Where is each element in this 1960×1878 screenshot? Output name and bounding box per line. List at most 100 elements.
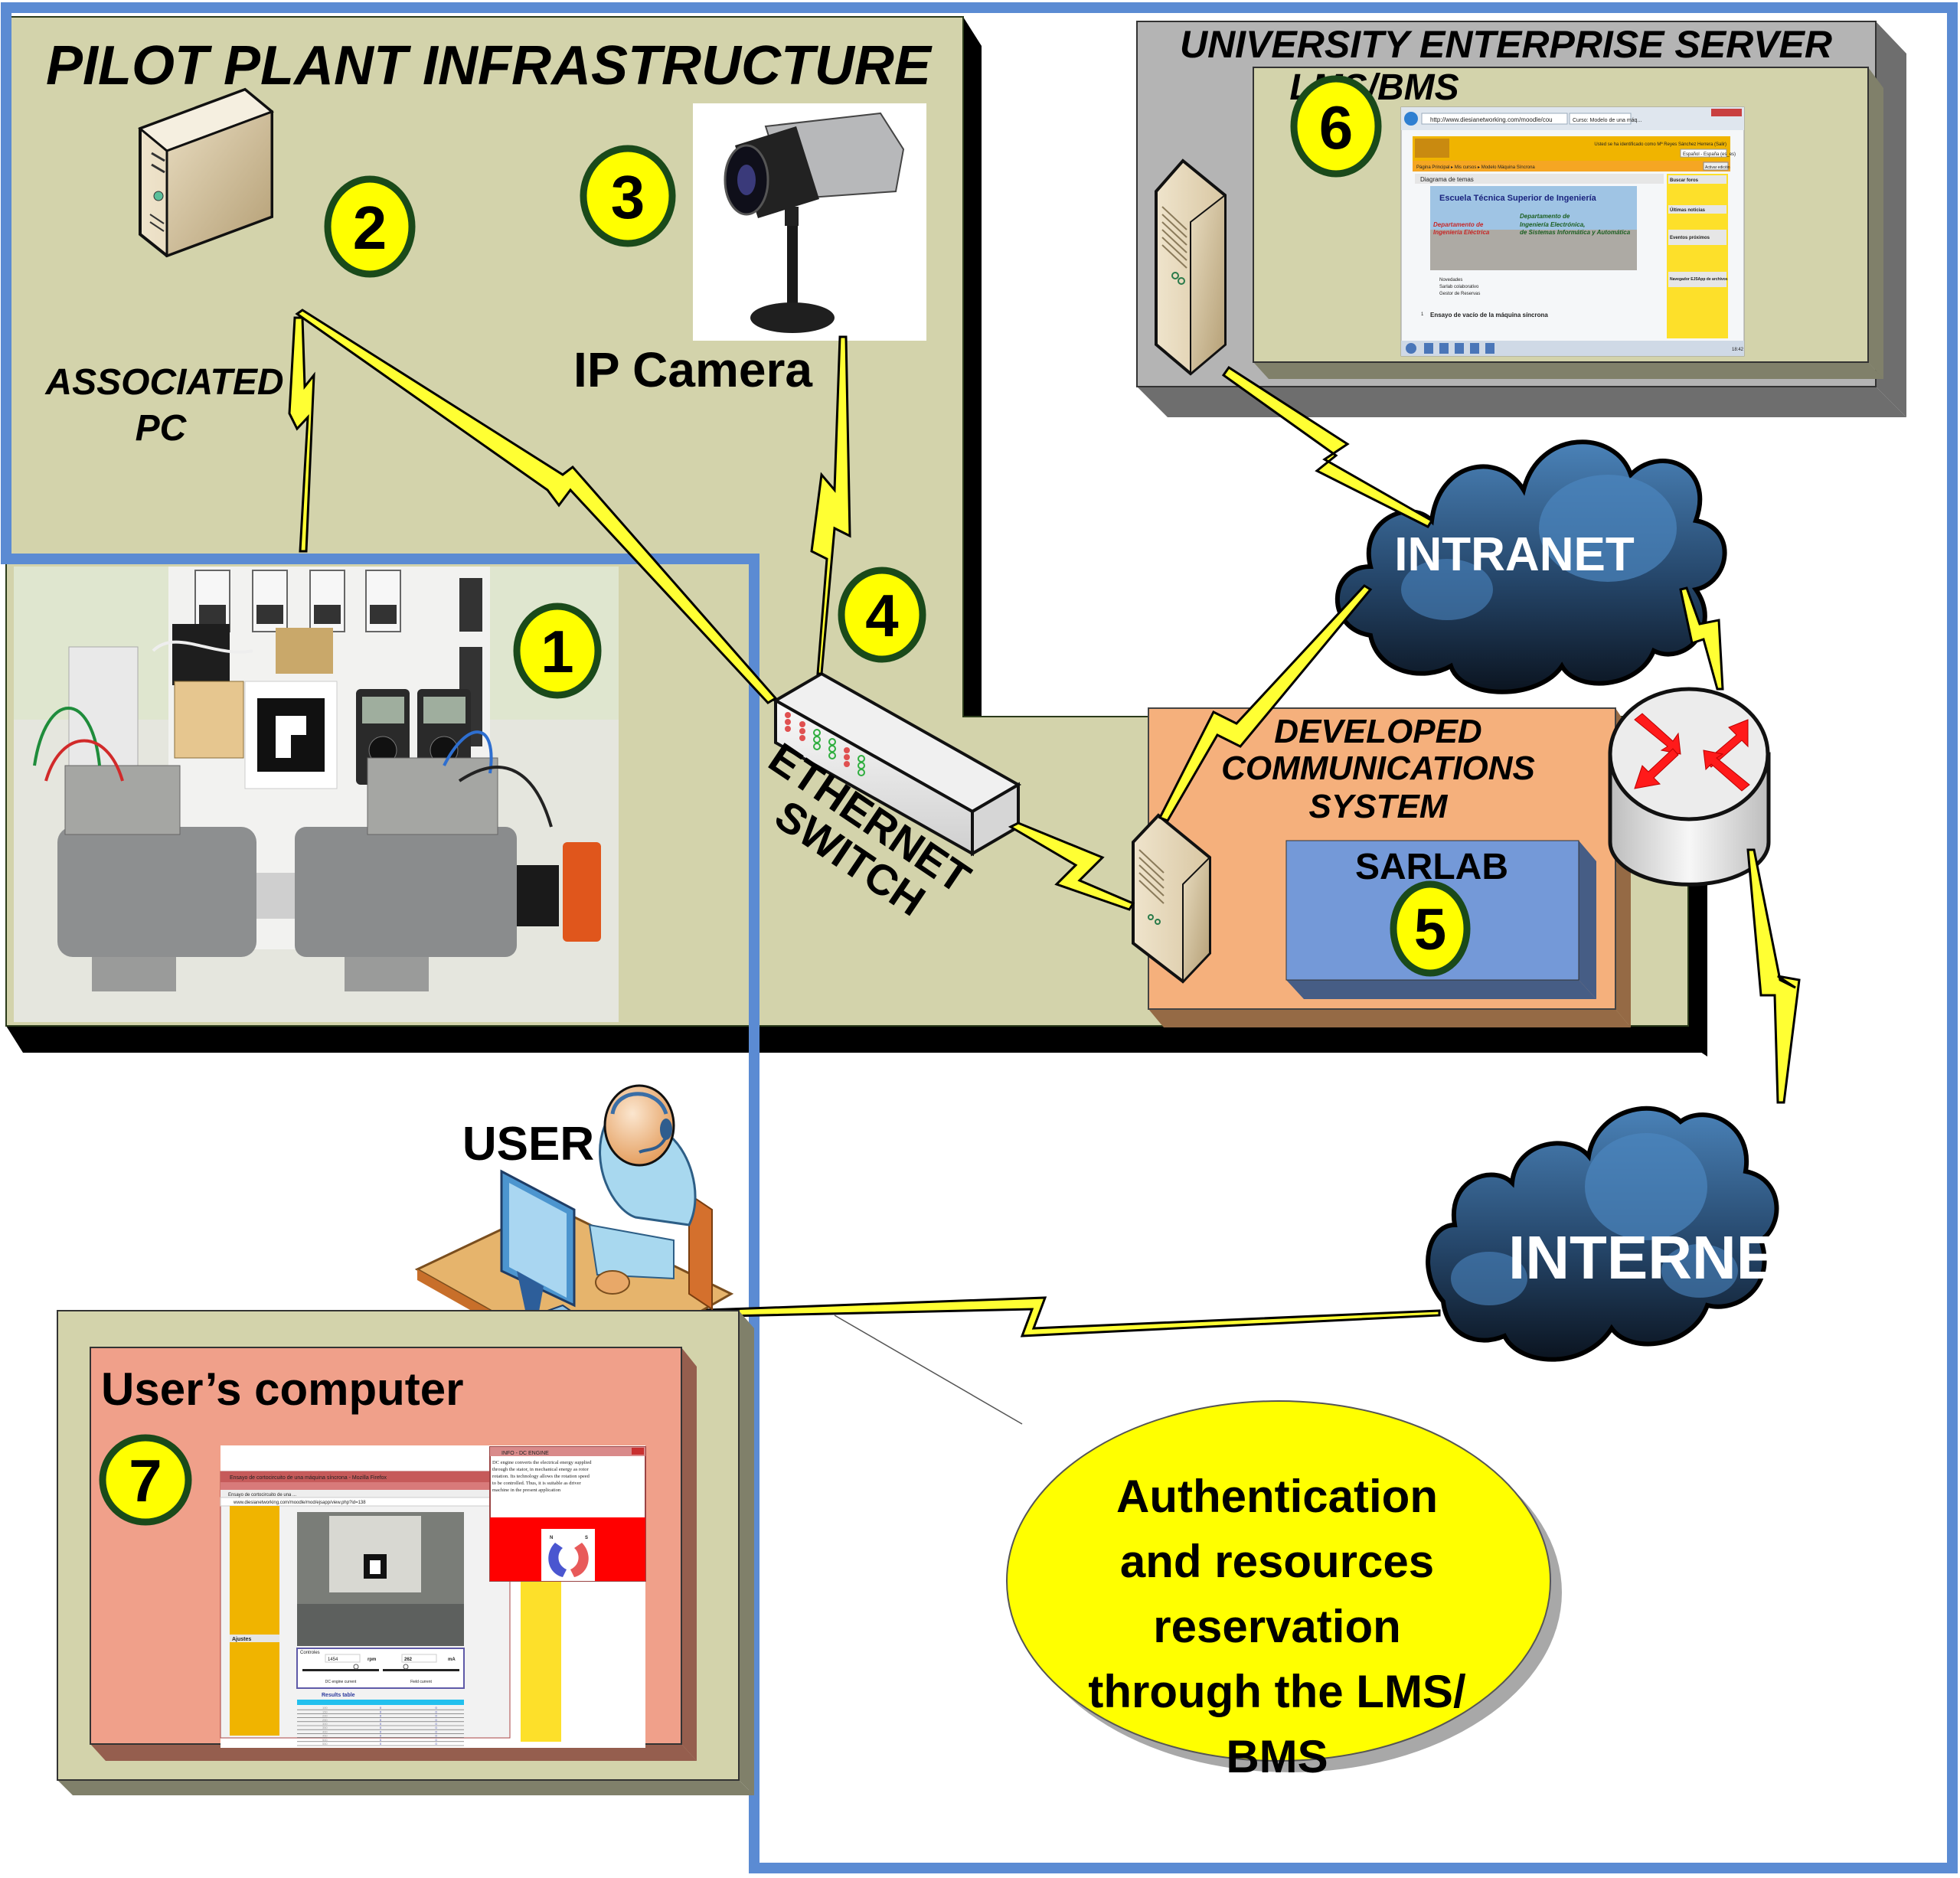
auth-callout xyxy=(1006,1400,1562,1772)
user-settings-title: Ajustes xyxy=(232,1637,251,1642)
pilot-plant-photo xyxy=(14,567,619,1022)
sarlab-server-tower-icon xyxy=(1132,813,1211,984)
results-cell: 550 xyxy=(322,1742,328,1746)
results-cell: 0 xyxy=(436,1734,438,1738)
badge-6: 6 xyxy=(1290,75,1382,178)
svg-text:1: 1 xyxy=(541,618,573,685)
results-cell: 300 xyxy=(322,1722,328,1726)
lms-topic-number: 1 xyxy=(1421,312,1424,317)
svg-text:4: 4 xyxy=(865,582,898,649)
lms-sidebar-noticias: Últimas noticias xyxy=(1670,207,1706,213)
callout-line5: BMS xyxy=(1226,1731,1328,1782)
lms-banner-dept2-line2: Ingeniería Electrónica, xyxy=(1520,221,1585,228)
lms-section-header: Diagrama de temas xyxy=(1420,176,1474,183)
results-cell: 100 xyxy=(322,1706,328,1710)
lms-sidebar-navegador: Navegador EJSApp de archivos xyxy=(1670,277,1728,282)
ethernet-switch-icon xyxy=(772,671,1022,857)
associated-pc-icon xyxy=(138,87,274,258)
callout-line3: reservation xyxy=(1153,1601,1401,1652)
results-cell: 0 xyxy=(436,1742,438,1746)
lms-url: http://www.diesianetworking.com/moodle/c… xyxy=(1430,116,1553,123)
results-cell: 0 xyxy=(380,1738,382,1742)
user-label: USER xyxy=(462,1118,594,1171)
results-cell: 0 xyxy=(436,1714,438,1718)
callout-line1: Authentication xyxy=(1116,1471,1438,1522)
user-field-unit: mA xyxy=(448,1658,456,1662)
users-computer-title: User’s computer xyxy=(101,1364,464,1415)
results-cell: 450 xyxy=(322,1734,328,1738)
lms-sidebar-buscar: Buscar foros xyxy=(1670,178,1699,183)
lms-link-reservas: Gestor de Reservas xyxy=(1439,292,1480,296)
results-cell: 400 xyxy=(322,1729,328,1733)
callout-line4: through the LMS/ xyxy=(1088,1666,1466,1717)
results-cell: 0 xyxy=(436,1726,438,1729)
router-icon xyxy=(1608,687,1771,887)
link-user-to-internet xyxy=(622,1296,1441,1337)
results-cell: 0 xyxy=(436,1710,438,1713)
results-cell: 0 xyxy=(380,1706,382,1710)
lms-link-sarlab: Sarlab colaborativo xyxy=(1439,285,1479,289)
pilot-plant-title: PILOT PLANT INFRASTRUCTURE xyxy=(46,35,933,96)
results-cell: 250 xyxy=(322,1718,328,1722)
link-camera-to-switch xyxy=(810,335,851,675)
lms-sidebar-eventos: Eventos próximos xyxy=(1670,236,1710,240)
lms-banner-dept2-line3: de Sistemas Informática y Automática xyxy=(1520,229,1631,236)
info-text-line5: machine in the present application xyxy=(492,1488,561,1493)
link-pc-to-switch xyxy=(295,309,778,704)
svg-text:6: 6 xyxy=(1319,93,1354,162)
results-cell: 150 xyxy=(322,1710,328,1713)
callout-connector xyxy=(834,1315,1023,1425)
info-window-title: INFO - DC ENGINE xyxy=(501,1451,549,1456)
lms-topic-title: Ensayo de vacío de la máquina síncrona xyxy=(1430,312,1548,318)
lms-banner-title: Escuela Técnica Superior de Ingeniería xyxy=(1439,194,1597,203)
info-text-line1: DC engine converts the electrical energy… xyxy=(492,1460,592,1465)
results-cell: 0 xyxy=(436,1706,438,1710)
results-cell: 200 xyxy=(322,1714,328,1718)
results-cell: 0 xyxy=(380,1734,382,1738)
user-rpm-value: 1454 xyxy=(328,1658,338,1662)
svg-text:7: 7 xyxy=(129,1447,162,1514)
results-cell: 0 xyxy=(436,1738,438,1742)
results-cell: 0 xyxy=(380,1722,382,1726)
info-text-line3: rotation. Its technology allows the rota… xyxy=(492,1474,590,1479)
badge-7: 7 xyxy=(99,1434,192,1526)
results-cell: 0 xyxy=(436,1729,438,1733)
lms-screenshot: http://www.diesianetworking.com/moodle/c… xyxy=(1400,106,1745,357)
motor-pole-n: N xyxy=(550,1536,553,1540)
comms-title-line2: COMMUNICATIONS xyxy=(1221,750,1535,787)
lms-banner-dept2-line1: Departamento de xyxy=(1520,213,1570,220)
associated-pc-label-line2: PC xyxy=(136,408,188,449)
user-tab: Ensayo de cortocircuito de una ... xyxy=(228,1493,296,1498)
associated-pc-label-line1: ASSOCIATED xyxy=(44,362,283,403)
info-text-line2: through the stator, in mechanical energy… xyxy=(492,1467,589,1472)
badge-1: 1 xyxy=(513,603,602,699)
lms-banner-dept1-line1: Departamento de xyxy=(1433,221,1484,228)
dc-engine-current-slider[interactable] xyxy=(353,1664,359,1670)
lms-login-text: Usted se ha identificado como Mª Reyes S… xyxy=(1594,142,1726,147)
svg-text:5: 5 xyxy=(1414,897,1446,962)
results-cell: 0 xyxy=(380,1729,382,1733)
sarlab-title: SARLAB xyxy=(1355,847,1508,887)
internet-cloud xyxy=(1426,1106,1779,1362)
results-table-title: Results table xyxy=(322,1693,355,1698)
lms-link-novedades: Novedades xyxy=(1439,278,1462,283)
info-close-button[interactable] xyxy=(632,1448,644,1455)
svg-text:3: 3 xyxy=(611,163,645,231)
link-switch-to-sarlab xyxy=(1008,821,1135,911)
results-cell: 0 xyxy=(380,1742,382,1746)
user-window-title: Ensayo de cortocircuito de una máquina s… xyxy=(230,1475,387,1481)
results-cell: 500 xyxy=(322,1738,328,1742)
comms-title-line3: SYSTEM xyxy=(1309,788,1449,825)
lms-edit-button: Activar edición xyxy=(1705,165,1730,170)
link-router-to-internet xyxy=(1746,848,1801,1104)
link-pc-to-plant xyxy=(288,316,315,553)
lms-clock: 18:42 xyxy=(1732,348,1744,352)
callout-line2: and resources xyxy=(1120,1536,1434,1587)
results-cell: 0 xyxy=(380,1718,382,1722)
motor-pole-s: S xyxy=(585,1536,588,1540)
user-controls-title: Controles xyxy=(300,1651,320,1655)
field-current-slider[interactable] xyxy=(403,1664,409,1670)
lms-language: Español - España (es_es) xyxy=(1683,152,1736,157)
badge-4: 4 xyxy=(838,567,926,663)
